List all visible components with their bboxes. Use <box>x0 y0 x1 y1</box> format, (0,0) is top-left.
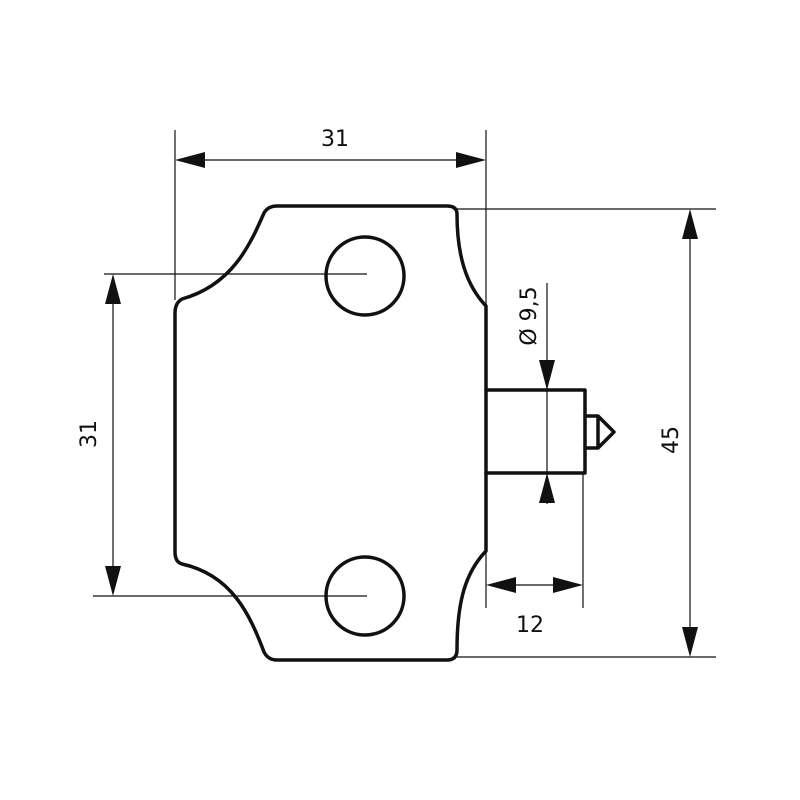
pin-body <box>484 388 587 475</box>
dimension-top-width: 31 <box>175 127 486 168</box>
dimension-total-height: 45 <box>659 209 698 657</box>
dimension-left-height: 31 <box>77 274 121 596</box>
dimension-label-pin-length: 12 <box>516 613 544 638</box>
dimension-label-pin-diameter: Ø 9,5 <box>517 286 542 345</box>
mounting-hole-top <box>324 235 406 317</box>
dimension-label-left-height: 31 <box>77 420 102 448</box>
dimension-label-total-height: 45 <box>659 426 684 454</box>
dimension-pin-length: 12 <box>486 577 583 638</box>
plate-outline <box>173 204 488 662</box>
dimension-pin-diameter: Ø 9,5 <box>517 286 555 503</box>
extension-lines <box>93 130 716 658</box>
dimension-label-top-width: 31 <box>321 127 349 152</box>
pin-tip <box>583 414 616 450</box>
